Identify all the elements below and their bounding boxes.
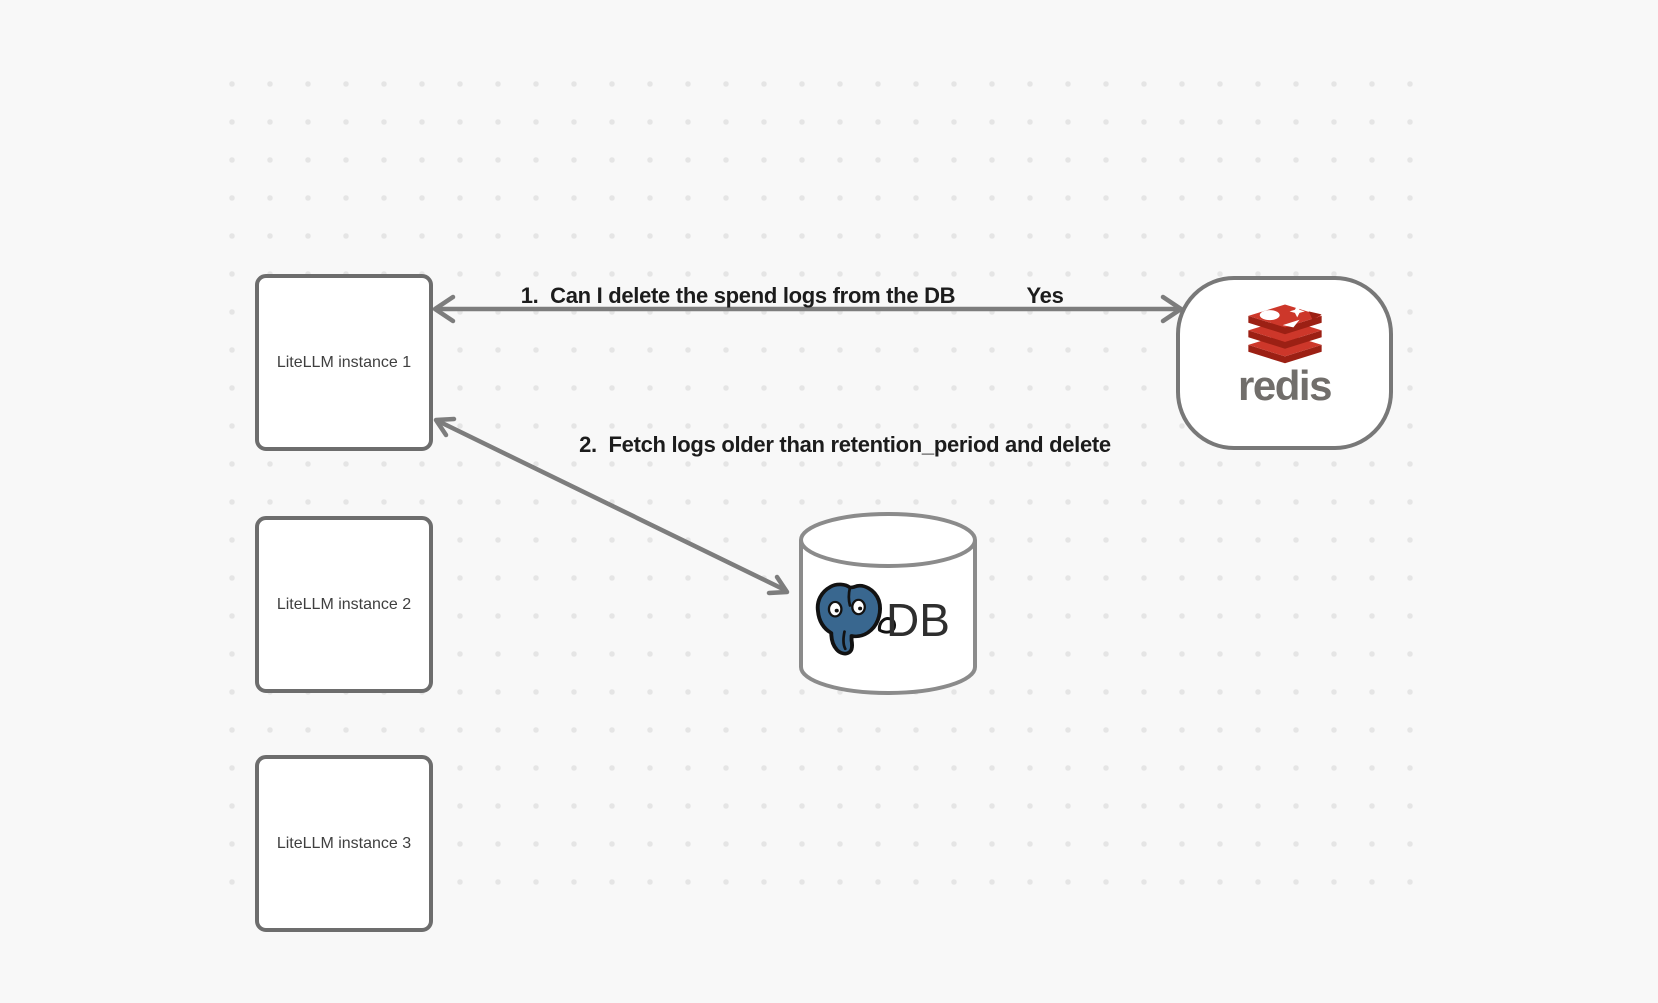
node-litellm-instance-2[interactable]: LiteLLM instance 2 bbox=[255, 516, 433, 693]
node-redis[interactable]: redis bbox=[1176, 276, 1393, 450]
redis-wordmark: redis bbox=[1238, 362, 1332, 409]
node-litellm-instance-3-label: LiteLLM instance 3 bbox=[276, 834, 412, 852]
edge-2-label: 2. Fetch logs older than retention_perio… bbox=[579, 432, 1111, 457]
edge-1-answer-label: Yes bbox=[1026, 283, 1064, 308]
redis-stack-icon bbox=[1247, 304, 1322, 364]
node-litellm-instance-3[interactable]: LiteLLM instance 3 bbox=[255, 755, 433, 932]
node-litellm-instance-1[interactable]: LiteLLM instance 1 bbox=[255, 274, 433, 451]
postgresql-elephant-icon bbox=[811, 581, 903, 659]
node-litellm-instance-1-label: LiteLLM instance 1 bbox=[276, 353, 412, 371]
edge-1-label: 1. Can I delete the spend logs from the … bbox=[520, 283, 956, 308]
db-node-label: DB bbox=[886, 594, 950, 646]
edge-2-arrow[interactable] bbox=[433, 416, 790, 596]
node-litellm-instance-2-label: LiteLLM instance 2 bbox=[276, 595, 412, 613]
